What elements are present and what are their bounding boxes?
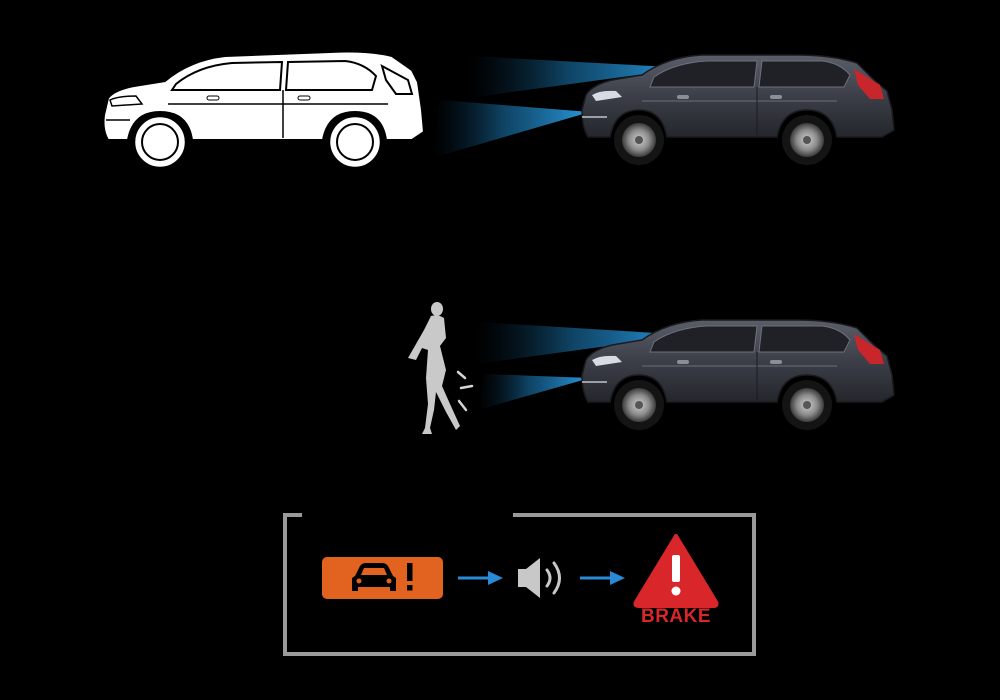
detection-marks xyxy=(456,370,474,412)
radar-beam-upper xyxy=(468,56,688,98)
arrow-icon-2 xyxy=(580,571,625,585)
speaker-icon xyxy=(518,558,561,598)
camera-beam-lower xyxy=(432,100,590,158)
car-exclamation-icon xyxy=(322,557,443,599)
radar-beam-upper-pedestrian xyxy=(476,322,688,364)
alert-sequence-frame xyxy=(283,513,756,656)
arrow-icon-1 xyxy=(458,571,503,585)
lead-vehicle xyxy=(102,50,426,170)
pedestrian-figure xyxy=(408,302,460,434)
brake-label: BRAKE xyxy=(640,606,712,627)
warning-triangle-icon xyxy=(633,534,719,608)
camera-beam-lower-pedestrian xyxy=(478,374,590,410)
